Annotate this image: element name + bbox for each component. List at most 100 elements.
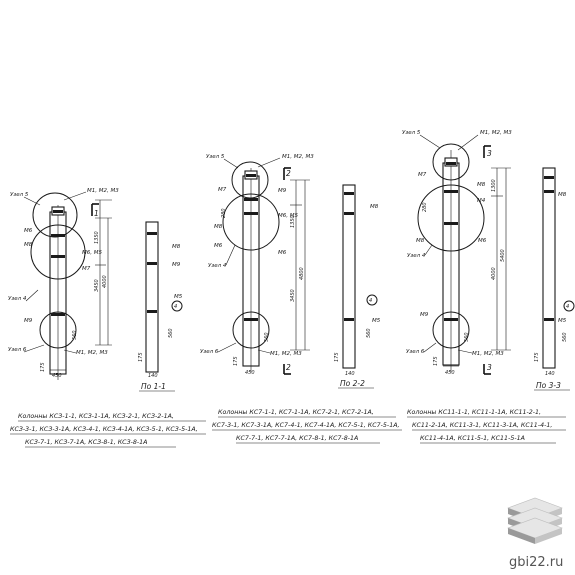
node-6-circle <box>39 311 77 349</box>
dim-label: 175 <box>138 352 144 362</box>
mark-label: М6 <box>24 228 33 234</box>
caption-line: КС11-2-1А, КС11-3-1, КС11-3-1А, КС11-4-1… <box>412 422 552 429</box>
mark-label: М1, М2, М3 <box>480 130 512 136</box>
dim-label: 560 <box>264 332 270 342</box>
mark-label: М1, М2, М3 <box>282 154 314 160</box>
dim-label: 140 <box>148 373 158 379</box>
section-mark: М5 <box>174 294 183 300</box>
section-label: По 1-1 <box>141 382 166 391</box>
dim-label: 175 <box>40 362 46 372</box>
dim-label: 560 <box>562 332 568 342</box>
section-label: По 3-3 <box>536 381 561 390</box>
mark-label: М8 <box>214 224 223 230</box>
node-5-circle <box>32 192 78 238</box>
section-number: 3 <box>487 363 492 372</box>
watermark-text: gbi22.ru <box>509 555 563 570</box>
dim-label: 4000 <box>102 275 108 288</box>
node-label: Узел 4 <box>8 296 27 302</box>
dim-label: 1350 <box>290 215 296 228</box>
mark-label: М8 <box>477 182 486 188</box>
dim-label: 3450 <box>290 289 296 302</box>
section-mark: М5 <box>558 318 567 324</box>
section-3-column <box>542 167 556 369</box>
dim-label: 4800 <box>299 267 305 280</box>
mark-label: М6 <box>478 238 487 244</box>
caption-line: КС7-3-1, КС7-3-1А, КС7-4-1, КС7-4-1А, КС… <box>212 422 400 429</box>
dim-label: 450 <box>445 370 455 376</box>
callout-number: 4 <box>566 304 569 310</box>
dim-label: 560 <box>464 332 470 342</box>
section-mark: М8 <box>370 204 379 210</box>
mark-label: М9 <box>420 312 429 318</box>
drawing-2: Узел 5 Узел 4 Узел 6 М1, М2, М3 М7 М9 М6… <box>200 154 402 444</box>
node-label: Узел 5 <box>10 192 29 198</box>
dim-label: 4000 <box>491 267 497 280</box>
mark-label: М6 <box>214 243 223 249</box>
caption-line: КСЗ-7-1, КСЗ-7-1А, КСЗ-8-1, КСЗ-8-1А <box>25 439 147 446</box>
dim-label: 3450 <box>94 279 100 292</box>
dim-label: 560 <box>72 330 78 340</box>
callout-number: 4 <box>369 298 372 304</box>
node-label: Узел 4 <box>208 263 227 269</box>
caption-line: Колонны КС11-1-1, КС11-1-1А, КС11-2-1, <box>407 409 541 416</box>
mark-label: М7 <box>418 172 427 178</box>
dim-label: 280 <box>221 208 227 218</box>
mark-label: М9 <box>24 318 33 324</box>
node-label: Узел 4 <box>407 253 426 259</box>
dim-label: 560 <box>168 328 174 338</box>
caption-line: Колонны КС7-1-1, КС7-1-1А, КС7-2-1, КС7-… <box>218 409 374 416</box>
mark-label: М7 <box>82 266 91 272</box>
dim-label: 1300 <box>491 179 497 192</box>
mark-label: М8 <box>24 242 33 248</box>
section-number: 2 <box>286 363 291 372</box>
mark-label: М1, М2, М3 <box>472 351 504 357</box>
section-2-column <box>342 184 356 369</box>
mark-label: М4 <box>477 198 486 204</box>
dim-label: 175 <box>433 356 439 366</box>
node-label: Узел 5 <box>206 154 225 160</box>
section-number: 1 <box>94 209 99 218</box>
drawing-3: Узел 5 Узел 4 Узел 6 М1, М2, М3 М7 М8 М4… <box>402 130 575 444</box>
dim-label: 175 <box>233 356 239 366</box>
dim-label: 140 <box>545 371 555 377</box>
node-label: Узел 5 <box>402 130 421 136</box>
section-number: 3 <box>487 149 492 158</box>
section-number: 2 <box>286 169 291 178</box>
mark-label: М9 <box>278 188 287 194</box>
mark-label: М7 <box>218 187 227 193</box>
callout-number: 4 <box>174 304 177 310</box>
drawing-1: Узел 5 Узел 4 Узел 6 М1, М2, М3 М6 М8 М6… <box>8 188 206 448</box>
node-label: Узел 6 <box>406 349 425 355</box>
mark-label: М1, М2, М3 <box>87 188 119 194</box>
mark-label: М6, М5 <box>82 250 102 256</box>
caption-line: КС7-7-1, КС7-7-1А, КС7-8-1, КС7-8-1А <box>236 435 358 442</box>
caption-line: Колонны КСЗ-1-1, КСЗ-1-1А, КСЗ-2-1, КСЗ-… <box>18 413 174 420</box>
caption-line: КС11-4-1А, КС11-5-1, КС11-5-1А <box>420 435 525 442</box>
section-label: По 2-2 <box>340 379 365 388</box>
site-logo: gbi22.ru <box>507 497 563 570</box>
node-label: Узел 6 <box>200 349 219 355</box>
node-label: Узел 6 <box>8 347 27 353</box>
section-1-column <box>145 221 159 373</box>
mark-label: М6, М5 <box>278 213 298 219</box>
dim-label: 175 <box>534 352 540 362</box>
stacked-slabs-icon <box>507 497 563 544</box>
dim-label: 450 <box>52 373 62 379</box>
section-mark: М9 <box>172 262 181 268</box>
dim-label: 140 <box>345 371 355 377</box>
mark-label: М6 <box>278 250 287 256</box>
caption-line: КСЗ-3-1, КСЗ-3-1А, КСЗ-4-1, КСЗ-4-1А, КС… <box>10 426 198 433</box>
dim-label: 280 <box>422 202 428 212</box>
dim-label: 1350 <box>94 231 100 244</box>
dim-label: 560 <box>366 328 372 338</box>
mark-label: М1, М2, М3 <box>76 350 108 356</box>
dim-label: 450 <box>245 370 255 376</box>
section-mark: М8 <box>558 192 567 198</box>
section-mark: М8 <box>172 244 181 250</box>
node-4-circle <box>30 224 86 280</box>
mark-label: М1, М2, М3 <box>270 351 302 357</box>
dim-label: 175 <box>334 352 340 362</box>
dim-label: 5400 <box>500 249 506 262</box>
section-mark: М5 <box>372 318 381 324</box>
